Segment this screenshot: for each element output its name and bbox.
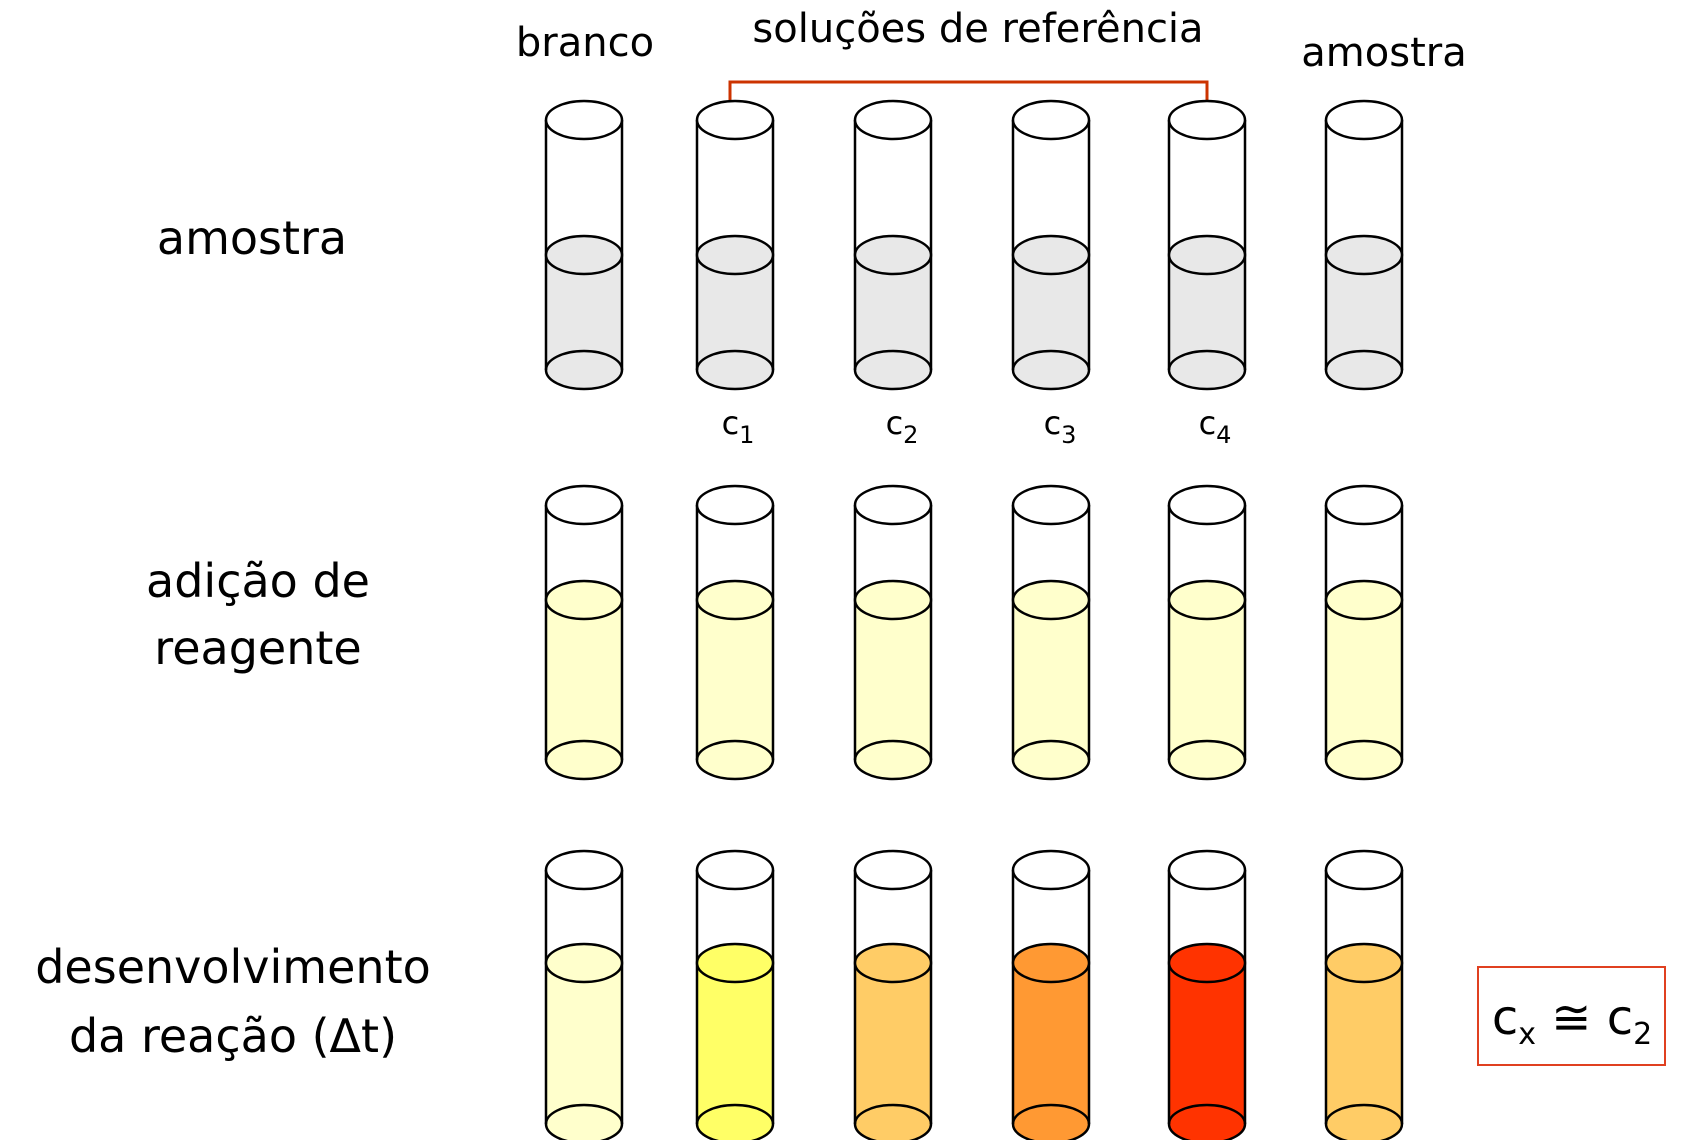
header-reference-solutions: soluções de referência xyxy=(752,6,1203,52)
test-tube-row1-col1 xyxy=(544,99,624,391)
row-label-3: desenvolvimento da reação (Δt) xyxy=(35,940,431,1063)
test-tube-row1-col6 xyxy=(1324,99,1404,391)
svg-text:amostra: amostra xyxy=(157,211,347,265)
test-tube-row3-col5 xyxy=(1167,849,1247,1140)
test-tube-row1-col2 xyxy=(695,99,775,391)
result-box xyxy=(1477,966,1666,1066)
svg-text:c2: c2 xyxy=(886,404,919,449)
test-tube-row1-col4 xyxy=(1011,99,1091,391)
test-tube-row3-col4 xyxy=(1011,849,1091,1140)
test-tube-row1-col3 xyxy=(853,99,933,391)
svg-text:adição de: adição de xyxy=(146,554,370,608)
header-branco: branco xyxy=(516,20,654,66)
test-tube-row3-col6 xyxy=(1324,849,1404,1140)
svg-text:reagente: reagente xyxy=(154,621,361,675)
test-tube-row2-col4 xyxy=(1011,484,1091,781)
svg-text:da reação (Δt): da reação (Δt) xyxy=(69,1009,397,1063)
concentration-c3: c3 xyxy=(1044,404,1077,449)
svg-text:c4: c4 xyxy=(1199,404,1232,449)
svg-text:c3: c3 xyxy=(1044,404,1077,449)
row-label-2: adição de reagente xyxy=(146,554,370,675)
row-label-1: amostra xyxy=(157,211,347,265)
concentration-c4: c4 xyxy=(1199,404,1232,449)
test-tube-row2-col6 xyxy=(1324,484,1404,781)
test-tube-row3-col3 xyxy=(853,849,933,1140)
svg-text:desenvolvimento: desenvolvimento xyxy=(35,940,431,994)
reference-bracket xyxy=(728,80,1209,110)
svg-text:c1: c1 xyxy=(722,404,755,449)
result-equation: cx ≅ c2 xyxy=(1492,990,1652,1052)
concentration-c1: c1 xyxy=(722,404,755,449)
concentration-c2: c2 xyxy=(886,404,919,449)
test-tube-row1-col5 xyxy=(1167,99,1247,391)
test-tube-row2-col3 xyxy=(853,484,933,781)
test-tube-row2-col5 xyxy=(1167,484,1247,781)
header-amostra: amostra xyxy=(1301,30,1466,76)
test-tube-row2-col1 xyxy=(544,484,624,781)
test-tube-grid xyxy=(544,99,1404,1140)
test-tube-row3-col1 xyxy=(544,849,624,1140)
test-tube-row3-col2 xyxy=(695,849,775,1140)
test-tube-row2-col2 xyxy=(695,484,775,781)
